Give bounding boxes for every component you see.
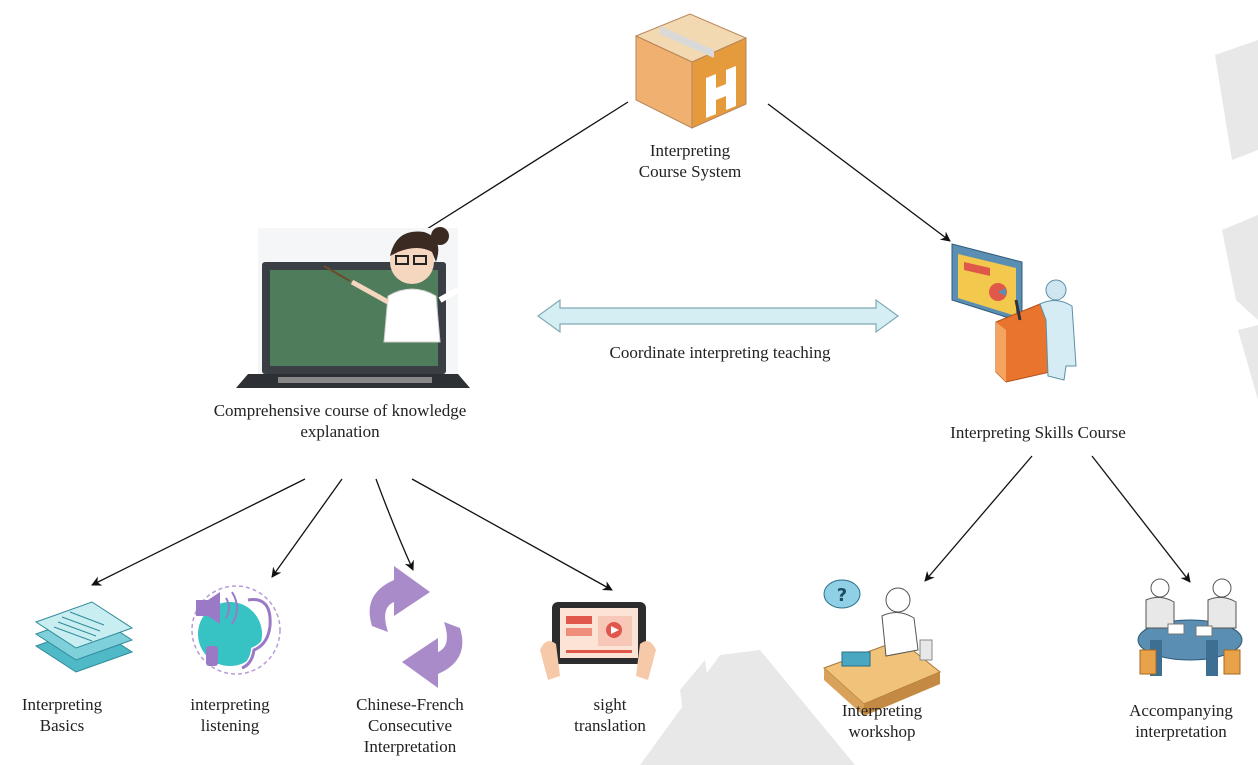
- right-course-label: Interpreting Skills Course: [918, 422, 1158, 443]
- child-workshop-line2: workshop: [848, 722, 916, 741]
- child-label-accompanying: Accompanying interpretation: [1106, 700, 1256, 742]
- watermark: [640, 40, 1258, 765]
- teacher-laptop-icon: [236, 227, 470, 388]
- connector-arrows: [91, 101, 1191, 591]
- arrow-root-to-left: [407, 101, 629, 242]
- root-label-line2: Course System: [638, 162, 742, 181]
- child-accompanying-line1: Accompanying: [1129, 701, 1233, 720]
- arrow-to-workshop: [924, 455, 1033, 582]
- link-label: Coordinate interpreting teaching: [540, 342, 900, 363]
- package-box-icon: [634, 13, 748, 129]
- phone-desk-question-icon: ?: [823, 579, 941, 716]
- child-consecutive-line2: Consecutive: [367, 716, 453, 735]
- root-label-line1: Interpreting: [649, 141, 731, 160]
- coordinate-link-arrow: [536, 298, 900, 334]
- child-workshop-line1: Interpreting: [841, 701, 923, 720]
- arrow-to-listening: [271, 478, 343, 578]
- right-course-label-text: Interpreting Skills Course: [950, 423, 1126, 442]
- arrow-to-accompanying: [1091, 455, 1191, 583]
- meeting-table-icon: [1137, 578, 1243, 676]
- left-course-label-line2: explanation: [300, 422, 380, 441]
- document-stack-icon: [34, 601, 134, 673]
- child-sight-line2: translation: [574, 716, 646, 735]
- child-label-listening: interpreting listening: [168, 694, 292, 736]
- arrow-to-sight: [411, 478, 613, 591]
- left-course-label: Comprehensive course of knowledge explan…: [190, 400, 490, 442]
- svg-text:?: ?: [837, 585, 847, 606]
- circular-arrows-icon: [369, 566, 463, 688]
- left-course-label-line1: Comprehensive course of knowledge: [213, 401, 467, 420]
- child-listening-line2: listening: [200, 716, 260, 735]
- child-sight-line1: sight: [593, 695, 627, 714]
- arrow-root-to-right: [767, 103, 951, 242]
- child-basics-line1: Interpreting: [21, 695, 103, 714]
- child-label-sight: sight translation: [548, 694, 672, 736]
- link-label-text: Coordinate interpreting teaching: [609, 343, 831, 362]
- arrow-to-basics: [91, 478, 306, 586]
- tablet-video-icon: [540, 602, 656, 680]
- presenter-podium-icon: [951, 243, 1077, 383]
- child-basics-line2: Basics: [39, 716, 85, 735]
- child-listening-line1: interpreting: [190, 695, 270, 714]
- child-consecutive-line3: Interpretation: [363, 737, 457, 756]
- child-consecutive-line1: Chinese-French: [356, 695, 464, 714]
- arrow-to-consecutive: [375, 478, 414, 571]
- ear-listening-icon: [191, 585, 281, 675]
- child-accompanying-line2: interpretation: [1135, 722, 1227, 741]
- child-label-workshop: Interpreting workshop: [812, 700, 952, 742]
- child-label-basics: Interpreting Basics: [0, 694, 124, 736]
- child-label-consecutive: Chinese-French Consecutive Interpretatio…: [330, 694, 490, 757]
- root-label: Interpreting Course System: [600, 140, 780, 182]
